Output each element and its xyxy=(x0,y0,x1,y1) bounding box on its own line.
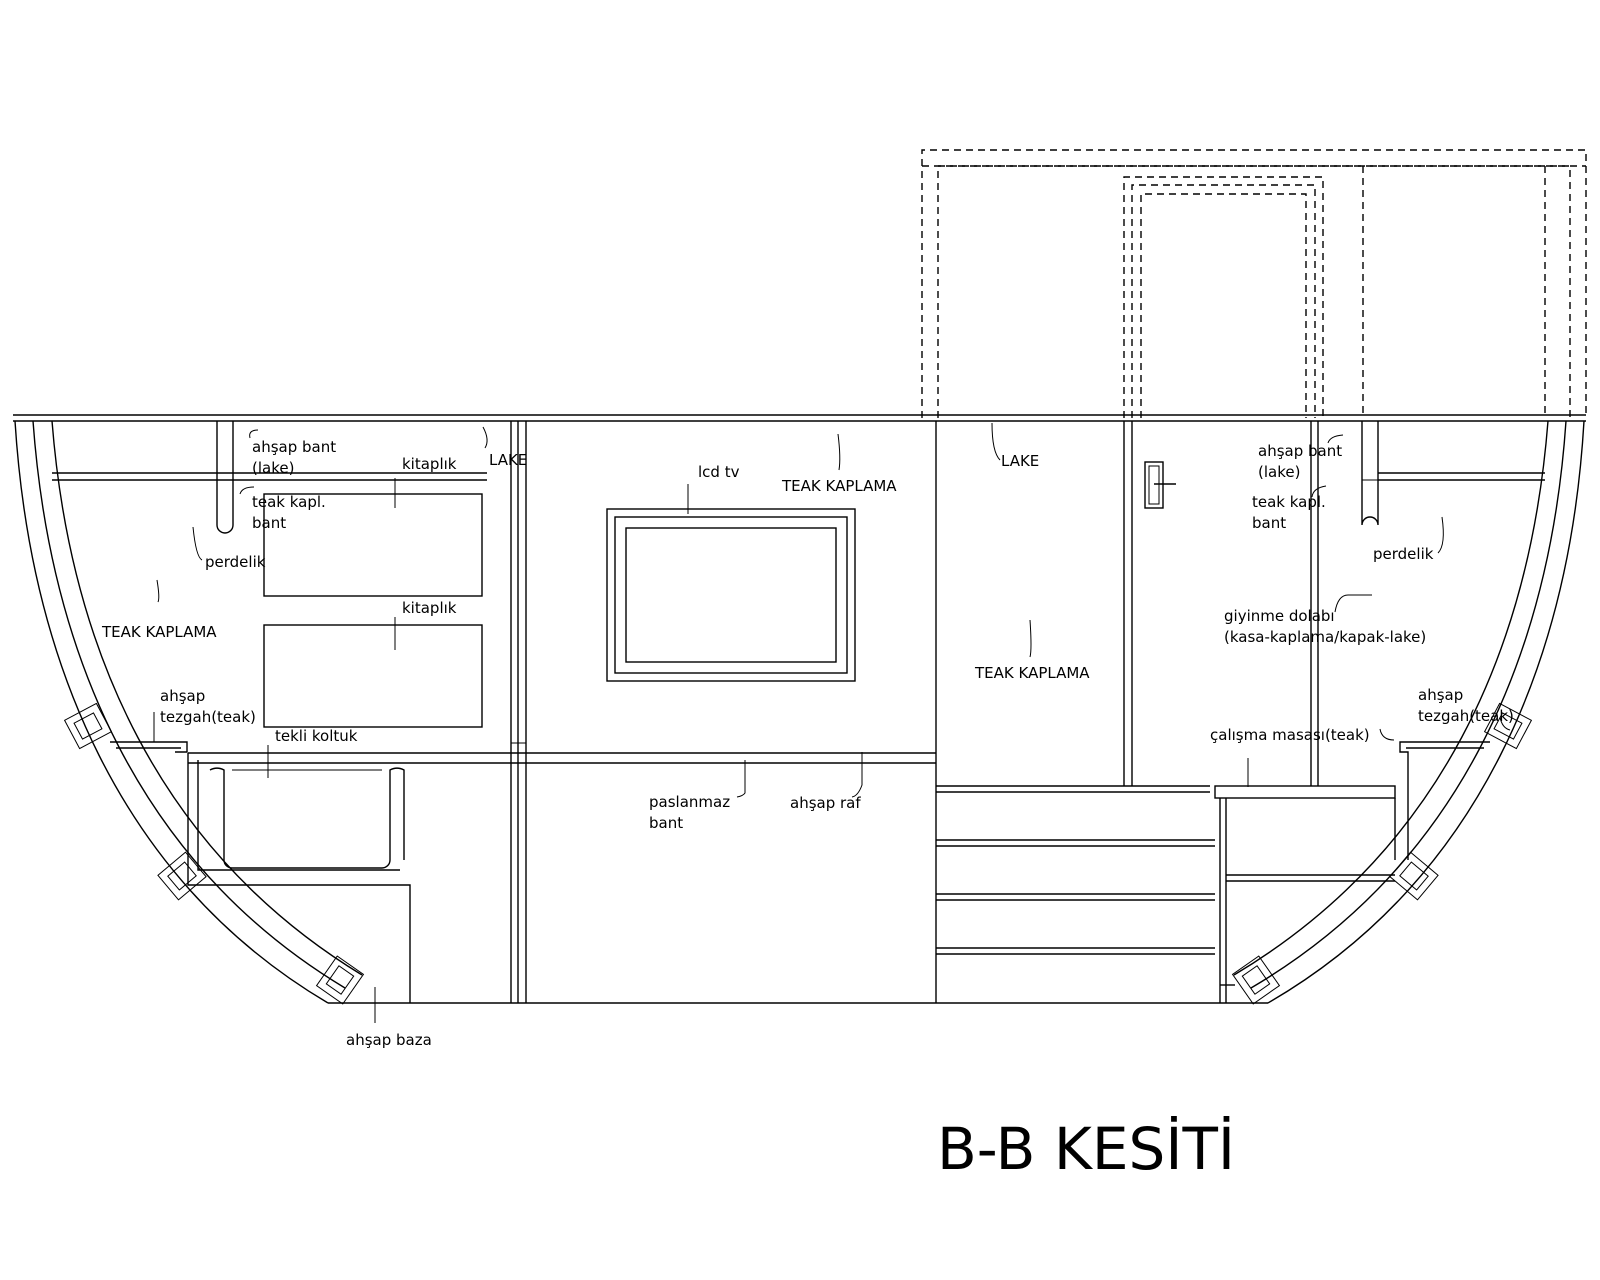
label-ahsap-bant-lake-left-2: (lake) xyxy=(252,459,294,477)
annotation-labels: ahşap bant (lake) teak kapl. bant kitapl… xyxy=(101,438,1514,1049)
label-giyinme-dolabi-1: giyinme dolabı xyxy=(1224,607,1335,625)
label-teak-kapl-bant-left-2: bant xyxy=(252,514,286,532)
drawing-title: B-B KESİTİ xyxy=(937,1115,1235,1183)
label-perdelik-right: perdelik xyxy=(1373,545,1434,563)
label-ahsap-tezgah-left-2: tezgah(teak) xyxy=(160,708,256,726)
label-perdelik-left: perdelik xyxy=(205,553,266,571)
hull-outline xyxy=(14,420,1585,1004)
label-ahsap-bant-lake-right-1: ahşap bant xyxy=(1258,442,1342,460)
label-teak-kaplama-left: TEAK KAPLAMA xyxy=(101,623,217,641)
label-ahsap-raf: ahşap raf xyxy=(790,794,861,812)
label-ahsap-bant-lake-right-2: (lake) xyxy=(1258,463,1300,481)
label-tekli-koltuk: tekli koltuk xyxy=(275,727,358,745)
label-ahsap-bant-lake-left-1: ahşap bant xyxy=(252,438,336,456)
label-lcd-tv: lcd tv xyxy=(698,463,740,481)
label-ahsap-tezgah-left-1: ahşap xyxy=(160,687,205,705)
leader-lines xyxy=(153,422,1511,1023)
hull-frame-blocks xyxy=(63,702,1533,1005)
label-ahsap-tezgah-right-2: tezgah(teak) xyxy=(1418,707,1514,725)
label-calisma-masasi: çalışma masası(teak) xyxy=(1210,726,1370,744)
left-cabin xyxy=(52,421,936,1003)
label-giyinme-dolabi-2: (kasa-kaplama/kapak-lake) xyxy=(1224,628,1426,646)
label-lake-left: LAKE xyxy=(489,451,527,469)
label-teak-kapl-bant-right-1: teak kapl. xyxy=(1252,493,1326,511)
label-teak-kapl-bant-left-1: teak kapl. xyxy=(252,493,326,511)
ceiling-line xyxy=(13,414,1586,422)
label-lake-right: LAKE xyxy=(1001,452,1039,470)
label-teak-kaplama-center: TEAK KAPLAMA xyxy=(781,477,897,495)
upper-deck-dashed xyxy=(921,149,1587,418)
label-teak-kapl-bant-right-2: bant xyxy=(1252,514,1286,532)
label-ahsap-baza: ahşap baza xyxy=(346,1031,432,1049)
label-kitaplik-bottom: kitaplık xyxy=(402,599,457,617)
label-paslanmaz-bant-1: paslanmaz xyxy=(649,793,730,811)
label-teak-kaplama-right: TEAK KAPLAMA xyxy=(974,664,1090,682)
right-cabin xyxy=(936,421,1545,1003)
label-ahsap-tezgah-right-1: ahşap xyxy=(1418,686,1463,704)
lcd-tv xyxy=(606,421,937,1003)
label-kitaplik-top: kitaplık xyxy=(402,455,457,473)
label-paslanmaz-bant-2: bant xyxy=(649,814,683,832)
